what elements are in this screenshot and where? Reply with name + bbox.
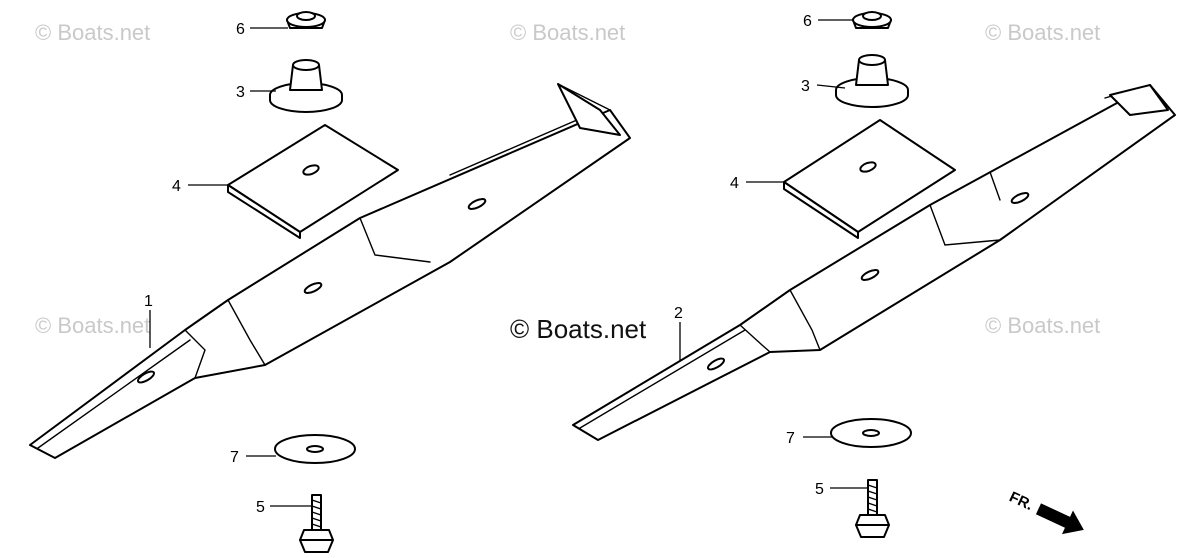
right-callout-nut: 6 (803, 13, 812, 30)
right-blade (572, 84, 1176, 441)
right-callout-holder: 3 (801, 78, 810, 95)
direction-label: FR. (1007, 488, 1036, 514)
right-callout-washer: 7 (786, 430, 795, 447)
watermark-top-right: © Boats.net (985, 20, 1100, 45)
right-washer (830, 418, 912, 448)
right-callout-plate: 4 (730, 175, 739, 192)
right-leader-holder (816, 84, 846, 89)
left-bolt (299, 494, 334, 553)
watermark-top-left: © Boats.net (35, 20, 150, 45)
left-plate (227, 124, 399, 239)
left-callout-washer: 7 (230, 449, 239, 466)
watermark-mid-right: © Boats.net (985, 313, 1100, 338)
left-nut (286, 11, 326, 29)
left-callout-bolt: 5 (256, 499, 265, 516)
watermark-center: © Boats.net (510, 314, 647, 344)
right-assembly: 6 3 4 2 7 5 (572, 11, 1176, 538)
right-callout-bolt: 5 (815, 481, 824, 498)
watermark-mid-left: © Boats.net (35, 313, 150, 338)
left-blade (29, 83, 631, 459)
right-plate (783, 119, 956, 239)
left-callout-nut: 6 (236, 21, 245, 38)
left-callout-holder: 3 (236, 84, 245, 101)
right-callout-blade: 2 (674, 305, 683, 322)
left-callout-plate: 4 (172, 178, 181, 195)
left-holder (269, 59, 343, 113)
left-callout-blade: 1 (144, 293, 153, 310)
right-nut (852, 11, 892, 29)
front-direction-indicator: FR. (1007, 488, 1084, 535)
right-holder (835, 54, 909, 108)
watermark-top-center: © Boats.net (510, 20, 625, 45)
right-bolt (855, 479, 890, 538)
left-washer (274, 434, 356, 464)
left-assembly: 6 3 4 1 7 5 (29, 11, 631, 553)
arrow-right-icon (1035, 503, 1084, 535)
